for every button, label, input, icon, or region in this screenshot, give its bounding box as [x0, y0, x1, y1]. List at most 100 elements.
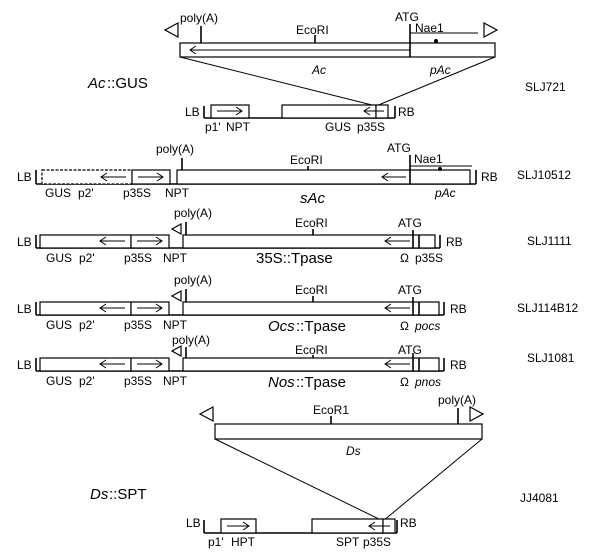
- nos-transcript-arrowhead: [384, 359, 392, 369]
- ds-spt-p1-label: p1': [208, 535, 224, 549]
- tpase35s-p2-label: p2': [79, 251, 95, 265]
- sac-atg-label: ATG: [387, 141, 411, 155]
- ocs-construct-id: SLJ114B12: [517, 301, 578, 315]
- tpase35s-polya-label: poly(A): [174, 206, 212, 220]
- ocs-lb-label: LB: [17, 302, 32, 316]
- tpase35s-lb-label: LB: [17, 235, 32, 249]
- ds-polya-label: poly(A): [438, 393, 476, 407]
- ac-right-end-arrow: [483, 21, 499, 39]
- ocs-transcript-arrowhead: [384, 303, 392, 313]
- sac-element-name: sAc: [300, 190, 326, 207]
- ac-expansion-right: [375, 56, 496, 107]
- ocs-omega-label: Ω: [400, 319, 409, 333]
- tpase35s-npt-arrowhead: [155, 236, 163, 246]
- ac-atg-label: ATG: [395, 10, 419, 24]
- sac-element-box: [176, 169, 471, 185]
- nos-rb-label: RB: [450, 358, 467, 372]
- ds-element: EcoR1 poly(A) Ds: [198, 393, 485, 522]
- sac-polya-label: poly(A): [156, 142, 194, 156]
- ds-spt-hpt-arrowhead: [242, 521, 250, 531]
- ac-polya-label: poly(A): [180, 11, 218, 25]
- sac-transcript-arrowhead: [381, 172, 389, 182]
- ocs-polya-label: poly(A): [174, 273, 212, 287]
- construct-ac-gus: Ac ::GUS SLJ721 LB RB p1' NPT GUS p35S: [87, 75, 566, 134]
- ocs-left-end-arrow: [170, 289, 182, 303]
- ac-gus-gus-arrowhead: [363, 106, 371, 116]
- ac-nae1-site: [434, 39, 438, 43]
- sac-nae1-label: Nae1: [414, 152, 443, 166]
- sac-lb-label: LB: [17, 170, 32, 184]
- ds-spt-spt-label: SPT: [336, 535, 360, 549]
- sac-p35s-label: p35S: [123, 186, 151, 200]
- tpase35s-transcript-arrowhead: [384, 236, 392, 246]
- sac-nae1-bracket: [409, 165, 472, 170]
- ocs-gus-arrowhead: [99, 303, 107, 313]
- sac-npt-label: NPT: [165, 186, 190, 200]
- ds-spt-rb-label: RB: [400, 516, 417, 530]
- tpase35s-gus-arrowhead: [99, 236, 107, 246]
- ac-gus-gus-label: GUS: [325, 120, 351, 134]
- tpase35s-left-end-arrow: [170, 222, 182, 236]
- ac-promoter-label: pAc: [429, 63, 451, 77]
- sac-construct-id: SLJ10512: [517, 168, 571, 182]
- tpase35s-ecori-label: EcoRI: [295, 216, 328, 230]
- ds-spt-construct-id: JJ4081: [520, 491, 559, 505]
- sac-gus-arrowhead: [100, 172, 108, 182]
- ac-element: poly(A) EcoRI ATG Nae1 Ac pAc: [163, 10, 499, 107]
- ds-spt-name-italic: Ds: [90, 486, 109, 503]
- ac-gus-name-italic: Ac: [87, 75, 106, 92]
- ds-spt-p35s-label: p35S: [363, 535, 391, 549]
- sac-gus-label: GUS: [45, 186, 71, 200]
- ds-expansion-left: [214, 438, 384, 522]
- ocs-npt-arrowhead: [155, 303, 163, 313]
- ac-gus-rb-label: RB: [398, 105, 415, 119]
- nos-left-end-arrow: [170, 344, 182, 358]
- tpase35s-name: 35S::Tpase: [256, 250, 333, 267]
- ds-spt-name-rest: ::SPT: [109, 486, 147, 503]
- ds-ecor1-label: EcoR1: [313, 403, 349, 417]
- sac-nae1-site: [438, 167, 442, 171]
- tpase35s-construct-id: SLJ1111: [527, 234, 572, 248]
- tpase35s-gus-label: GUS: [46, 251, 72, 265]
- ds-spt-hpt-label: HPT: [231, 535, 256, 549]
- sac-p2-label: p2': [78, 186, 94, 200]
- nos-promoter-label: pnos: [414, 375, 441, 389]
- ocs-gus-label: GUS: [46, 318, 72, 332]
- ac-gus-npt-label: NPT: [226, 120, 251, 134]
- ocs-p35s-label: p35S: [124, 318, 152, 332]
- ocs-ecori-label: EcoRI: [295, 283, 328, 297]
- ocs-tpase-box: [182, 301, 440, 316]
- ds-element-box: [214, 423, 483, 440]
- ac-nae1-label: Nae1: [415, 21, 444, 35]
- ocs-name-italic: Ocs: [268, 318, 295, 335]
- ocs-name-rest: ::Tpase: [296, 318, 346, 335]
- ac-gus-construct-id: SLJ721: [525, 80, 566, 94]
- ac-gus-npt-arrowhead: [235, 106, 243, 116]
- nos-gus-arrowhead: [99, 359, 107, 369]
- nos-npt-label: NPT: [163, 374, 188, 388]
- construct-nos-tpase: poly(A) EcoRI ATG SLJ1081 LB RB GUS p2' …: [17, 333, 575, 391]
- ocs-p2-label: p2': [79, 318, 95, 332]
- ds-element-name: Ds: [346, 444, 361, 458]
- ac-gus-p1-label: p1': [205, 120, 221, 134]
- tpase35s-p35s-label: p35S: [124, 251, 152, 265]
- construct-sac: poly(A) EcoRI ATG Nae1 SLJ10512 LB RB GU…: [17, 141, 571, 207]
- nos-tpase-box: [182, 357, 440, 372]
- ds-left-end-arrow: [198, 405, 214, 423]
- tpase35s-atg-label: ATG: [398, 216, 422, 230]
- tpase35s-npt-label: NPT: [163, 251, 188, 265]
- nos-name-rest: ::Tpase: [296, 374, 346, 391]
- nos-npt-arrowhead: [155, 359, 163, 369]
- construct-ocs-tpase: poly(A) EcoRI ATG SLJ114B12 LB RB GUS p2…: [17, 273, 578, 335]
- ac-transcript-arrowhead: [189, 45, 197, 55]
- ac-left-end-arrow: [163, 21, 179, 39]
- nos-gus-label: GUS: [46, 374, 72, 388]
- nos-ecori-label: EcoRI: [295, 343, 328, 357]
- sac-npt-arrowhead: [156, 172, 164, 182]
- nos-p2-label: p2': [79, 374, 95, 388]
- ac-element-name: Ac: [311, 63, 326, 77]
- nos-construct-id: SLJ1081: [527, 351, 575, 365]
- ds-spt-lb-label: LB: [186, 516, 201, 530]
